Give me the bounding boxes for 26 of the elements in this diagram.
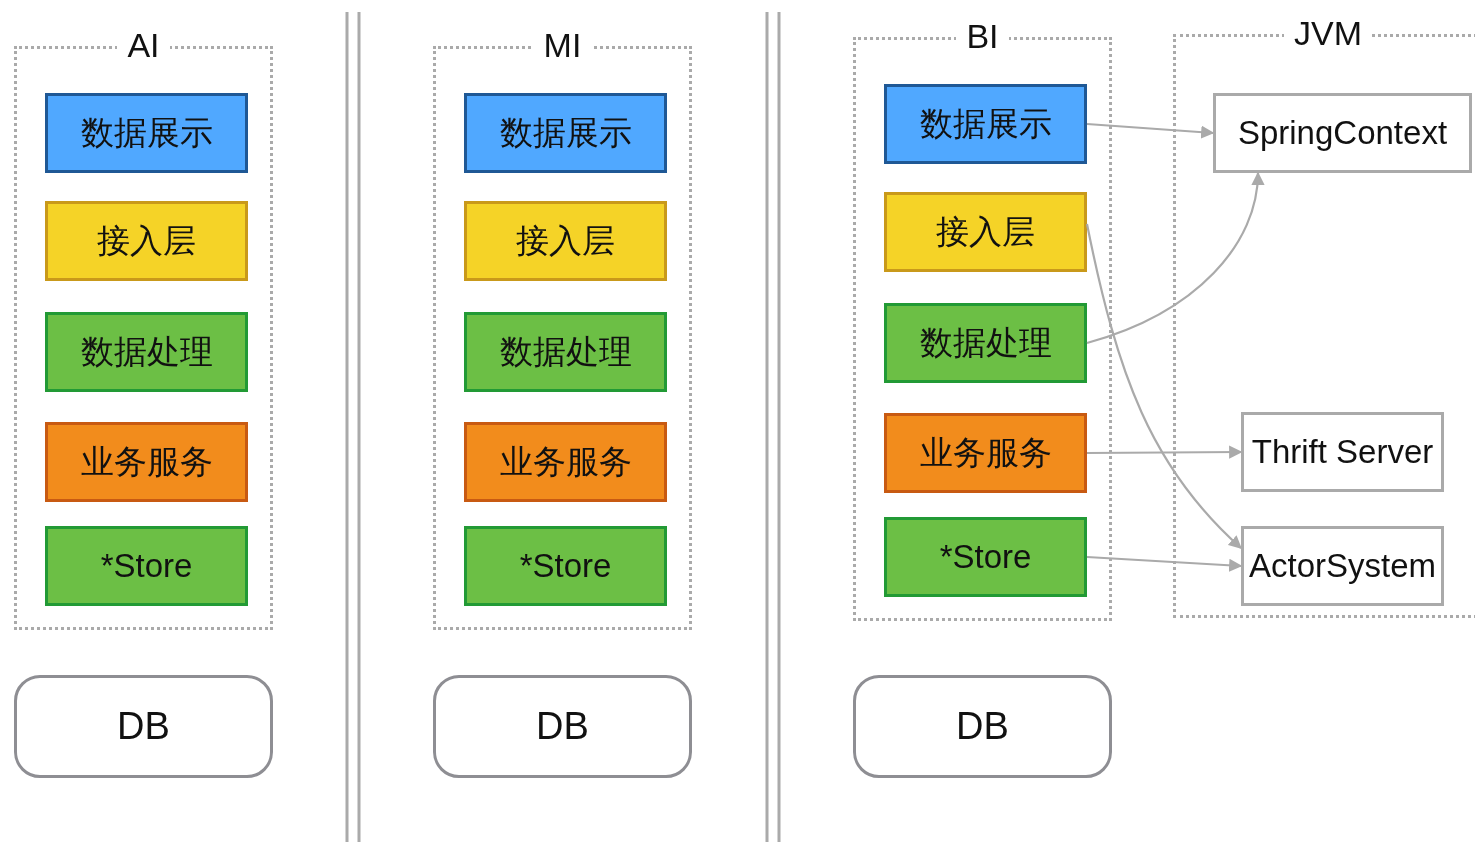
arrow xyxy=(1086,171,1264,345)
component-box: ActorSystem xyxy=(1241,526,1444,606)
component-box: SpringContext xyxy=(1213,93,1472,173)
layer-box: *Store xyxy=(464,526,667,606)
layer-box: 数据处理 xyxy=(45,312,248,392)
database-box: DB xyxy=(14,675,273,778)
layer-box: *Store xyxy=(884,517,1087,597)
layer-box: 业务服务 xyxy=(464,422,667,502)
layer-box: 数据展示 xyxy=(884,84,1087,164)
layer-box: 数据处理 xyxy=(464,312,667,392)
layer-box: 数据处理 xyxy=(884,303,1087,383)
layer-box: 数据展示 xyxy=(464,93,667,173)
arrow xyxy=(1085,223,1242,549)
arrow xyxy=(1087,445,1243,459)
layer-box: *Store xyxy=(45,526,248,606)
layer-box: 数据展示 xyxy=(45,93,248,173)
arrow xyxy=(1086,122,1215,139)
arrow xyxy=(1086,555,1243,572)
database-box: DB xyxy=(433,675,692,778)
layer-box: 接入层 xyxy=(884,192,1087,272)
layer-box: 接入层 xyxy=(464,201,667,281)
layer-box: 业务服务 xyxy=(884,413,1087,493)
component-box: Thrift Server xyxy=(1241,412,1444,492)
database-box: DB xyxy=(853,675,1112,778)
layer-box: 接入层 xyxy=(45,201,248,281)
layer-box: 业务服务 xyxy=(45,422,248,502)
